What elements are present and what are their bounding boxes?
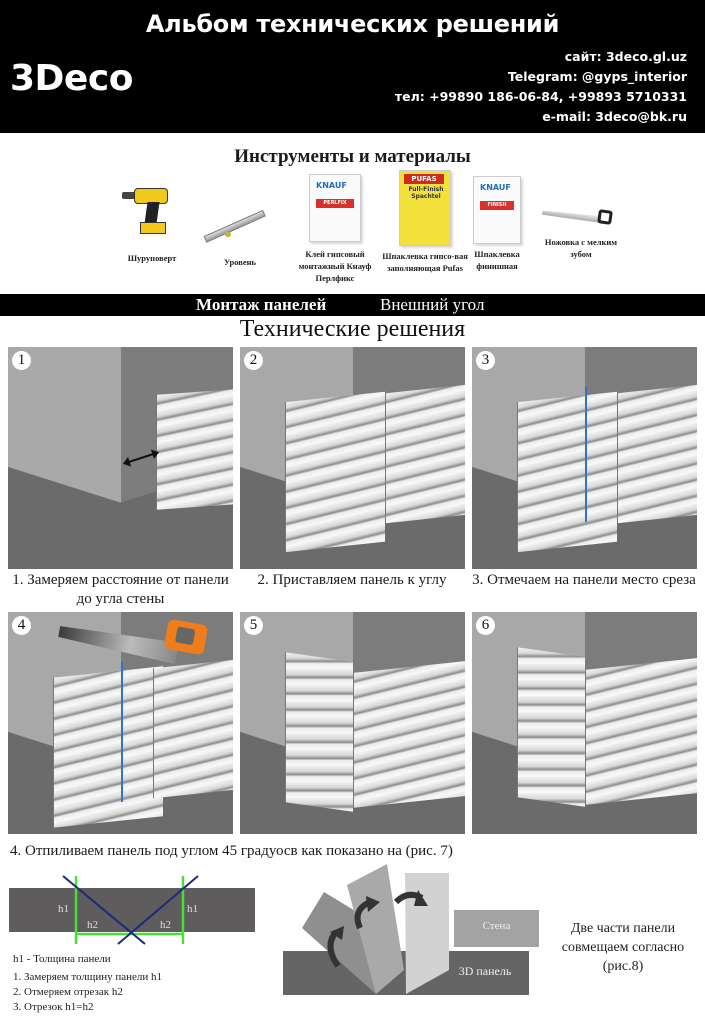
cut-mark-line — [585, 387, 587, 522]
telegram-link[interactable]: Telegram: @gyps_interior — [507, 69, 687, 84]
h2-label-left: h2 — [87, 919, 98, 931]
handsaw-icon — [542, 196, 620, 232]
tool-caption: Уровень — [223, 257, 257, 267]
wave-panel — [153, 659, 233, 799]
section-band: Монтаж панелей Внешний угол — [0, 294, 705, 316]
wave-panel — [517, 391, 617, 553]
tech-solutions-title: Технические решения — [239, 316, 466, 342]
joining-diagram: Стена 3D панель — [280, 860, 540, 1000]
cut-mark-line — [121, 662, 123, 802]
wall-label: Стена — [482, 920, 511, 932]
corner-type-label: Внешний угол — [380, 295, 485, 314]
step-3-image: 3 — [472, 347, 697, 569]
note-item: 2. Отмеряем отрезак h2 — [13, 986, 123, 998]
step-number-badge: 1 — [12, 351, 31, 370]
cut-line-right — [117, 875, 199, 945]
email-link[interactable]: e-mail: 3deco@bk.ru — [542, 109, 687, 124]
rotate-arrow-head — [366, 896, 380, 912]
site-link[interactable]: сайт: 3deco.gl.uz — [564, 49, 687, 64]
step-2-image: 2 — [240, 347, 465, 569]
step-number-badge: 6 — [476, 616, 495, 635]
panel-rotation-1 — [302, 892, 390, 994]
phone-numbers: тел: +99890 186-06-84, +99893 5710331 — [394, 89, 687, 104]
panel-label: 3D панель — [458, 964, 512, 978]
panel-cross-section — [9, 888, 255, 932]
wave-panel — [285, 652, 353, 812]
tool-drill: Шуруповерт — [112, 182, 192, 264]
note-item: 1. Замеряем толщину панели h1 — [13, 971, 163, 983]
wave-panel — [53, 666, 163, 828]
step-number-badge: 4 — [12, 616, 31, 635]
cut-angle-svg — [9, 875, 255, 945]
brand-logo: 3Deco — [10, 58, 133, 99]
drill-icon — [122, 182, 182, 240]
contact-block: сайт: 3deco.gl.uz Telegram: @gyps_interi… — [395, 47, 687, 127]
tools-title: Инструменты и материалы — [234, 146, 471, 167]
wave-panel — [353, 661, 465, 808]
wave-panel — [517, 647, 585, 807]
tool-caption: Шпаклевка гипсо-вая заполняющая Pufas — [382, 251, 468, 273]
tool-level: Уровень — [200, 196, 280, 268]
wave-panel — [617, 384, 697, 524]
step-number-badge: 3 — [476, 351, 495, 370]
rotate-arrow-head — [414, 890, 428, 906]
level-icon — [203, 196, 275, 244]
step-6-image: 6 — [472, 612, 697, 834]
wave-panel — [156, 389, 233, 510]
h1-definition: h1 - Толщина панели — [13, 953, 111, 965]
cut-notes: h1 - Толщина панели 1. Замеряем толщину … — [13, 952, 162, 1015]
mounting-label: Монтаж панелей — [196, 295, 327, 314]
step-1-image: 1 — [8, 347, 233, 569]
h1-label-right: h1 — [187, 903, 198, 915]
tool-caption: Ножовка с мелким зубом — [544, 237, 618, 259]
wave-panel — [285, 391, 385, 553]
tool-caption: Шпаклевка финишная — [474, 249, 520, 271]
album-title: Альбом технических решений — [145, 10, 560, 38]
joining-description: Две части панели совмещаем согласно (рис… — [561, 921, 685, 974]
tool-saw: Ножовка с мелким зубом — [536, 196, 626, 260]
rotate-arrow-head — [330, 926, 344, 940]
wall-block — [454, 910, 539, 947]
panel-rotation-2 — [347, 864, 404, 994]
step-caption: 3. Отмечаем на панели место среза — [472, 572, 696, 588]
step-caption: 1. Замеряем расстояние от панели до угла… — [12, 572, 229, 607]
step-caption: 2. Приставляем панель к углу — [257, 572, 447, 588]
note-item: 3. Отрезок h1=h2 — [13, 1001, 94, 1013]
step-5-image: 5 — [240, 612, 465, 834]
wave-panel — [385, 384, 465, 524]
step-4-caption: 4. Отпиливаем панель под углом 45 градуо… — [10, 843, 453, 859]
h2-label-right: h2 — [160, 919, 171, 931]
step-number-badge: 5 — [244, 616, 263, 635]
header-banner: Альбом технических решений 3Deco сайт: 3… — [0, 0, 705, 133]
tool-caption: Клей гипсовый монтажный Кнауф Перлфикс — [298, 249, 372, 283]
step-4-image: 4 — [8, 612, 233, 834]
joining-svg — [283, 864, 539, 995]
wave-panel — [585, 658, 697, 805]
step-number-badge: 2 — [244, 351, 263, 370]
cut-angle-diagram: h1 h2 h2 h1 — [0, 868, 280, 958]
tool-caption: Шуруповерт — [127, 253, 177, 263]
h1-label-left: h1 — [58, 903, 69, 915]
